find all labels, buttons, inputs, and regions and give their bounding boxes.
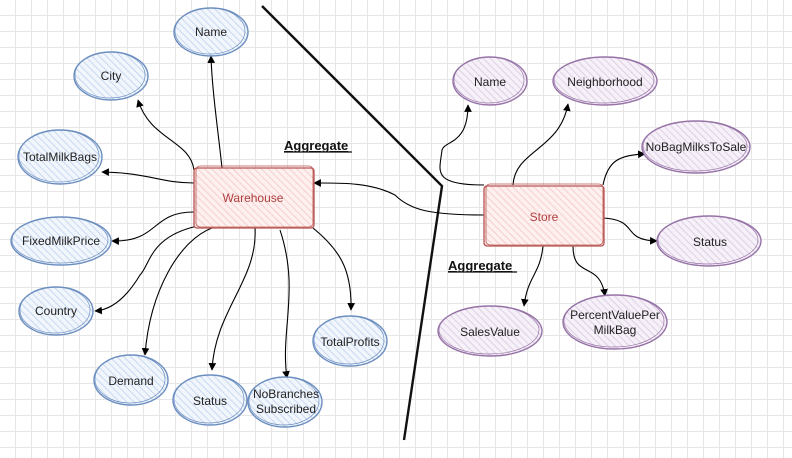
warehouse-attr-status-label: Status [193,394,227,408]
warehouse-attr-fixedmilkprice[interactable]: FixedMilkPrice [10,216,112,266]
store-attr-salesvalue[interactable]: SalesValue [437,305,543,357]
warehouse-attr-name-label: Name [195,25,227,39]
warehouse-attr-demand[interactable]: Demand [93,354,169,406]
store-label: Store [530,210,559,224]
warehouse-attr-nobranches-label-1: NoBranches [253,387,319,401]
warehouse-attr-city-label: City [101,69,122,83]
warehouse-connectors [94,55,356,379]
store-attr-salesvalue-label: SalesValue [460,325,520,339]
edge-warehouse-fixedmilkprice [111,211,195,245]
store-entity[interactable]: Store [483,183,605,247]
warehouse-attr-country-label: Country [35,304,77,318]
edge-warehouse-demand [141,227,213,356]
edge-store-percentvalue [572,245,608,297]
warehouse-attr-nobranches[interactable]: NoBranches Subscribed [247,376,323,428]
warehouse-attr-name[interactable]: Name [173,7,249,57]
edge-store-warehouse [313,179,485,216]
store-attr-nobagmilks-label: NoBagMilksToSale [646,140,747,154]
warehouse-attr-totalmilkbags[interactable]: TotalMilkBags [17,129,103,185]
store-attr-status-label: Status [693,235,727,249]
warehouse-attr-totalmilkbags-label: TotalMilkBags [23,150,97,164]
edge-store-nobagmilks [602,150,646,186]
store-attr-neighborhood-label: Neighborhood [567,75,642,89]
edge-warehouse-name [207,55,223,169]
edge-store-name [439,104,485,186]
warehouse-attr-status[interactable]: Status [172,374,248,426]
divider-line [261,5,444,441]
store-attr-percentvalue[interactable]: PercentValuePer MilkBag [562,294,668,350]
edge-warehouse-country [94,225,199,315]
aggregate-label-right: Aggregate [448,258,512,273]
edge-warehouse-totalprofits [312,227,356,311]
store-attr-percentvalue-label-2: MilkBag [594,323,637,337]
aggregate-label-left: Aggregate [284,138,348,153]
edge-warehouse-totalmilkbags [101,168,195,184]
store-attr-neighborhood[interactable]: Neighborhood [552,56,658,106]
edge-store-salesvalue [521,245,544,307]
warehouse-attr-fixedmilkprice-label: FixedMilkPrice [22,234,100,248]
warehouse-attr-totalprofits-label: TotalProfits [320,335,379,349]
edge-warehouse-status [208,227,256,371]
edge-warehouse-city [136,99,195,171]
edge-store-status [602,217,658,245]
store-connectors [313,103,658,307]
warehouse-attr-country[interactable]: Country [18,286,94,336]
store-attr-name-label: Name [474,75,506,89]
edge-warehouse-nobranches [279,229,290,379]
warehouse-attr-totalprofits[interactable]: TotalProfits [312,315,388,367]
warehouse-attr-nobranches-label-2: Subscribed [256,402,316,416]
warehouse-attr-demand-label: Demand [108,374,153,388]
warehouse-attr-city[interactable]: City [73,51,149,101]
store-attr-percentvalue-label-1: PercentValuePer [570,308,660,322]
edge-store-neighborhood [512,103,571,186]
store-attr-status[interactable]: Status [656,215,762,267]
store-attr-name[interactable]: Name [452,56,528,106]
warehouse-label: Warehouse [223,191,284,205]
store-attr-nobagmilks[interactable]: NoBagMilksToSale [641,120,751,174]
warehouse-entity[interactable]: Warehouse [193,165,315,229]
